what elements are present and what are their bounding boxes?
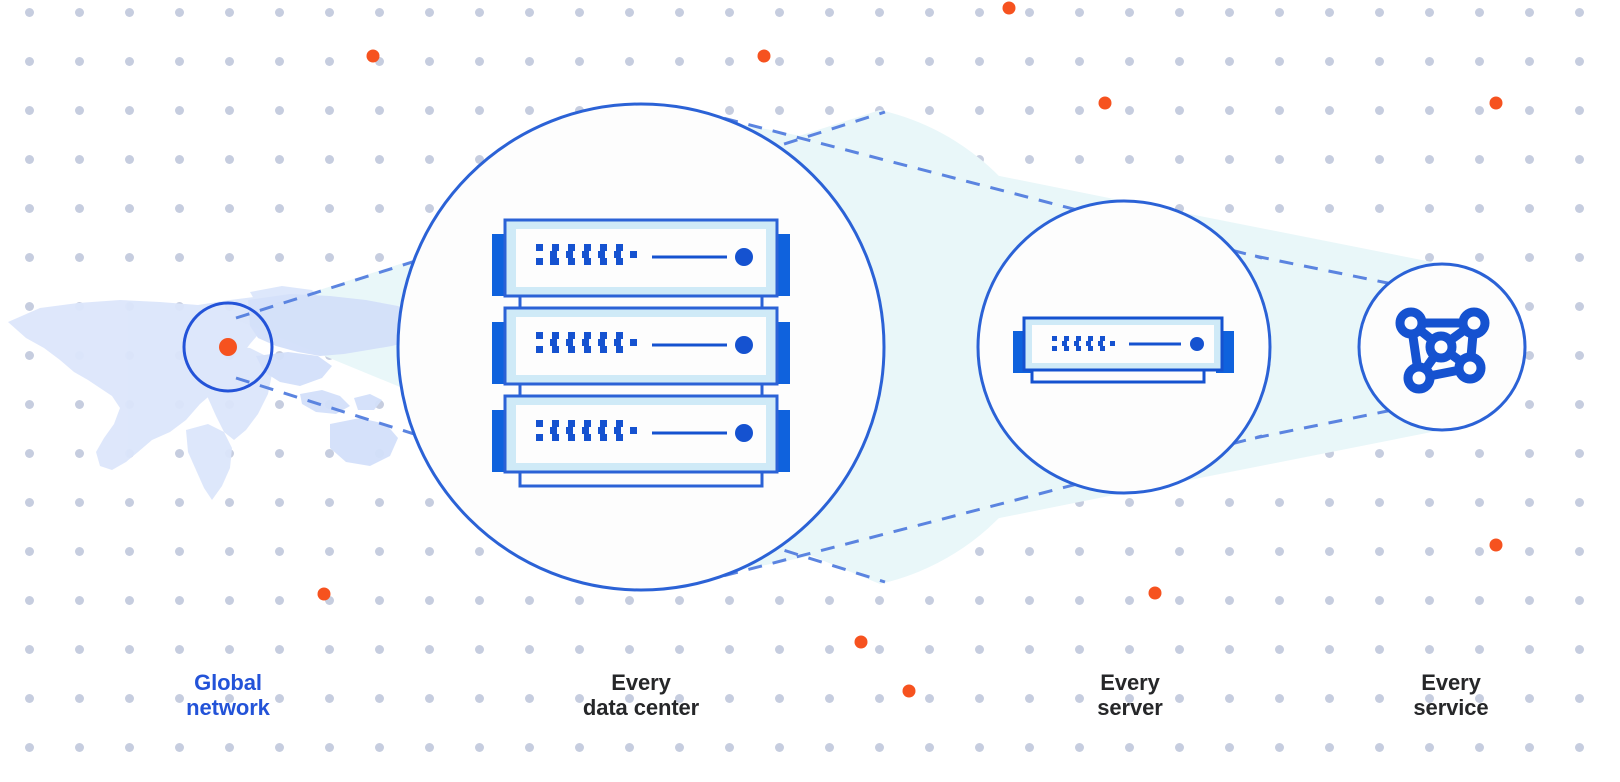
network-topology-icon bbox=[1395, 307, 1490, 394]
single-server-icon bbox=[1013, 316, 1234, 384]
label-every-service: Every service bbox=[1413, 670, 1489, 720]
rack-unit-1-vent-dots bbox=[536, 244, 637, 265]
rack-unit-3 bbox=[492, 394, 790, 474]
network-to-datacenter-lower bbox=[235, 376, 886, 584]
global-network-circle bbox=[182, 301, 274, 393]
single-server-base-bar bbox=[1030, 368, 1206, 384]
accent-dot bbox=[902, 684, 916, 698]
global-network-marker-group bbox=[182, 301, 274, 393]
accent-dot bbox=[317, 587, 331, 601]
label-every-server: Every server bbox=[1097, 670, 1163, 720]
network-to-datacenter-upper bbox=[235, 110, 886, 320]
topology-node-bottom-right bbox=[1454, 352, 1486, 384]
rack-unit-3-indicator-dot bbox=[735, 424, 753, 442]
rack-unit-1 bbox=[492, 218, 790, 298]
global-network-marker-dot bbox=[219, 338, 237, 356]
label-global-network: Global network bbox=[186, 670, 270, 720]
rack-unit-2-indicator-dot bbox=[735, 336, 753, 354]
rack-unit-2-vent-dots bbox=[536, 332, 637, 353]
server-rack-icon bbox=[492, 218, 790, 488]
accent-dot bbox=[1489, 538, 1503, 552]
world-map-icon bbox=[8, 286, 442, 500]
topology-node-bottom-left bbox=[1403, 362, 1435, 394]
accent-dot bbox=[854, 635, 868, 649]
topology-node-top-left bbox=[1395, 307, 1427, 339]
accent-dot-group bbox=[317, 1, 1503, 698]
accent-dot bbox=[1098, 96, 1112, 110]
single-server-panel bbox=[1032, 325, 1214, 363]
accent-dot bbox=[1489, 96, 1503, 110]
single-server-vent-dots bbox=[1052, 336, 1115, 351]
label-every-data-center: Every data center bbox=[582, 670, 700, 720]
accent-dot bbox=[757, 49, 771, 63]
rack-base-bar bbox=[518, 470, 764, 488]
accent-dot bbox=[366, 49, 380, 63]
rack-unit-1-indicator-dot bbox=[735, 248, 753, 266]
single-server-indicator-dot bbox=[1190, 337, 1204, 351]
topology-node-top-right bbox=[1458, 307, 1490, 339]
accent-dot bbox=[1148, 586, 1162, 600]
topology-node-center bbox=[1425, 331, 1457, 363]
rack-unit-2 bbox=[492, 306, 790, 386]
rack-unit-3-vent-dots bbox=[536, 420, 637, 441]
accent-dot bbox=[1002, 1, 1016, 15]
